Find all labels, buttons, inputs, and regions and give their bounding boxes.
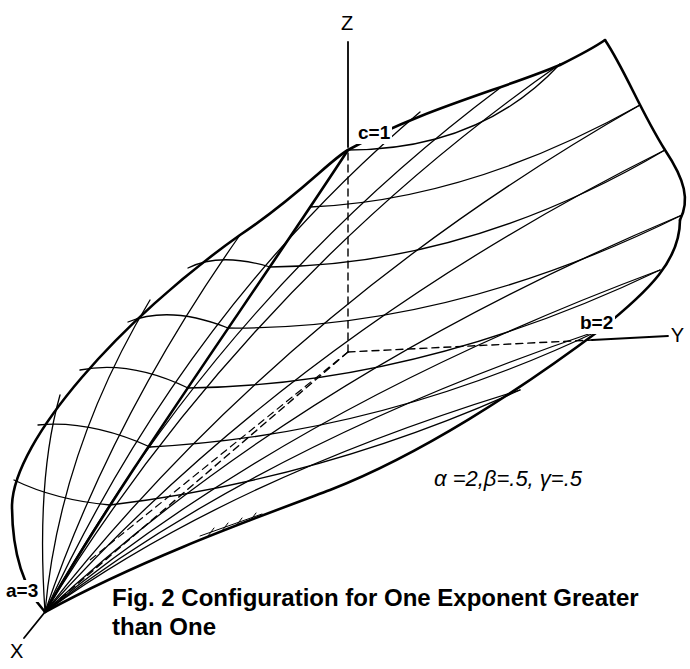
parameter-label: α =2,β=.5, γ=.5: [432, 466, 584, 491]
x-axis: [24, 612, 45, 638]
figure-caption: Fig. 2 Configuration for One Exponent Gr…: [112, 584, 682, 642]
surface-grid: [45, 64, 682, 612]
grid-line: [80, 367, 188, 388]
surface-grid: [14, 235, 270, 612]
grid-line: [45, 235, 240, 612]
surface-grid: [110, 64, 682, 505]
left-lobe-edge: [12, 150, 348, 612]
grid-line: [45, 390, 520, 612]
grid-line: [45, 270, 660, 612]
surface-outline: [12, 40, 685, 612]
z-axis-hidden: [347, 153, 348, 352]
axis-label: Y: [669, 324, 686, 347]
grid-line: [45, 88, 500, 612]
grid-line: [150, 330, 600, 447]
point-label: a=3: [4, 580, 40, 602]
lower-edge: [45, 220, 680, 612]
x-axis-hidden: [47, 352, 348, 610]
grid-line: [188, 270, 660, 388]
grid-line: [45, 112, 420, 612]
grid-line: [45, 150, 665, 612]
point-label: b=2: [578, 312, 615, 334]
axis-label: Z: [339, 12, 355, 35]
point-label: c=1: [356, 122, 392, 144]
grid-line: [128, 315, 228, 328]
grid-line: [45, 105, 640, 612]
hidden-line: [90, 352, 348, 560]
front-crease: [45, 40, 605, 612]
hatch-patch: [200, 513, 262, 536]
grid-line: [38, 424, 150, 447]
grid-line: [45, 215, 682, 612]
right-edge: [605, 40, 685, 220]
grid-line: [45, 64, 560, 612]
y-axis: [592, 336, 668, 340]
z-axis: [347, 42, 349, 147]
axis-label: X: [8, 640, 25, 663]
grid-line: [310, 105, 640, 207]
hatch-line: [200, 514, 262, 536]
